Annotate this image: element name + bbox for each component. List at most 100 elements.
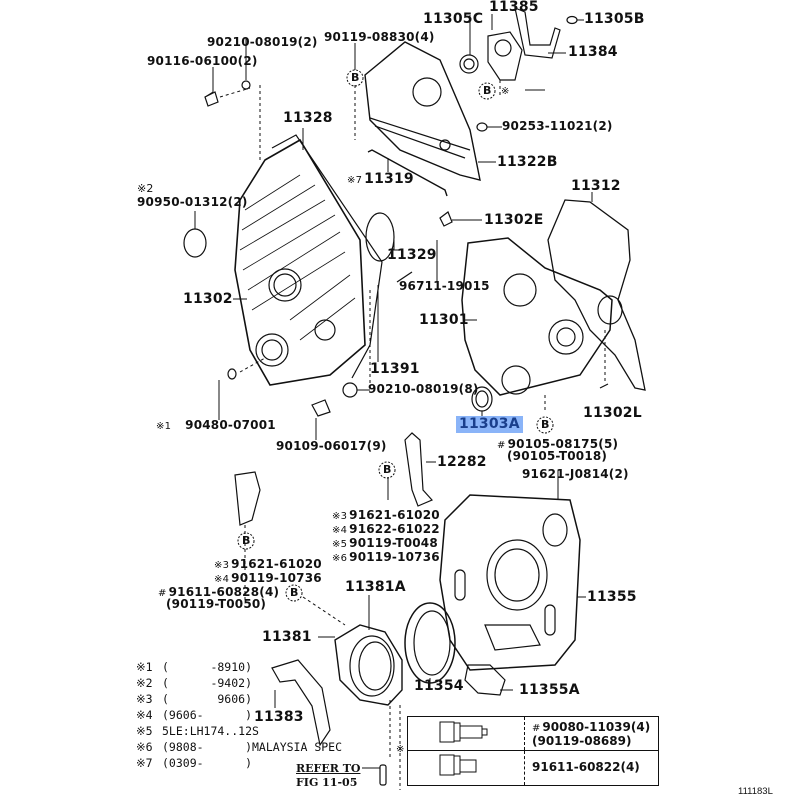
callout-11312[interactable]: 11312 (571, 178, 621, 194)
table-mark: ※ (396, 744, 405, 755)
note-key: ※1 (136, 660, 153, 674)
o-ring-90950 (183, 228, 207, 258)
callout-90116-06100[interactable]: 90116-06100(2) (147, 54, 258, 68)
callout-96711-19015[interactable]: 96711-19015 (399, 279, 490, 293)
note-value: ( -8910) (162, 660, 253, 674)
callout-11302e[interactable]: 11302E (484, 212, 544, 228)
callout-90950-01312[interactable]: 90950-01312(2) (137, 195, 248, 209)
note-mark: # (532, 723, 541, 734)
callout-11354[interactable]: 11354 (414, 678, 464, 694)
note-row: ※2( -9402) (136, 675, 342, 691)
callout-11328[interactable]: 11328 (283, 110, 333, 126)
ref-b-marker: B (483, 84, 492, 97)
note-value: (9606- ) (162, 708, 253, 722)
note-mark: ※5 (332, 539, 348, 550)
ref-b-marker: B (290, 586, 299, 599)
timing-housing-11301 (461, 237, 623, 396)
bolt-part: 91611-60822(4) (532, 761, 640, 774)
callout-11381a[interactable]: 11381A (345, 579, 406, 595)
bolt-icon (408, 717, 525, 750)
note-mark: # (497, 440, 506, 451)
callout-11355[interactable]: 11355 (587, 589, 637, 605)
part-number: 91621-61020 (349, 508, 440, 522)
part-number: 90119-10736 (231, 571, 322, 585)
callout-91621-j0814[interactable]: 91621-J0814(2) (522, 467, 629, 481)
callout-90210-08019-mid[interactable]: 90210-08019(8) (368, 382, 479, 396)
callout-11302[interactable]: 11302 (183, 291, 233, 307)
note-mark: ※4 (332, 525, 348, 536)
callout-11322b[interactable]: 11322B (497, 154, 558, 170)
oil-seal-11354 (404, 602, 456, 684)
callout-11302l[interactable]: 11302L (583, 405, 642, 421)
note-value: (9808- )MALAYSIA SPEC (162, 740, 343, 754)
ref-b-marker: B (351, 71, 360, 84)
callout-90119-08830[interactable]: 90119-08830(4) (324, 30, 435, 44)
note-key: ※3 (136, 692, 153, 706)
callout-11303a-highlighted[interactable]: 11303A (456, 416, 523, 433)
note-value: (0309- ) (162, 756, 253, 770)
note-value: 5LE:LH174..12S (162, 724, 259, 738)
refer-to-link[interactable]: REFER TO FIG 11-05 (296, 762, 360, 790)
callout-11301[interactable]: 11301 (419, 312, 469, 328)
callout-11391[interactable]: 11391 (370, 361, 420, 377)
note-mark: # (158, 588, 167, 599)
callout-90105-08175[interactable]: #90105-08175(5) (497, 438, 618, 452)
part-number: 91611-60828(4) (168, 585, 280, 599)
bolt-table-row[interactable]: 91611-60822(4) (408, 751, 658, 785)
part-number: 91611-60822(4) (532, 760, 640, 774)
note-mark: ※1 (156, 421, 172, 432)
callout-90480-07001[interactable]: ※1 90480-07001 (156, 419, 276, 433)
note-mark: ※3 (332, 511, 348, 522)
callout-11329[interactable]: 11329 (387, 247, 437, 263)
applicability-notes: ※1 ( -8910) ※2( -9402) ※3 ( 9606) ※4 (9606-… (136, 659, 342, 771)
part-number: 90480-07001 (185, 418, 276, 432)
oil-seal-retainer-11381 (334, 624, 403, 706)
bolt-icon (408, 751, 525, 785)
ref-b-marker: B (541, 418, 550, 431)
callout-11384[interactable]: 11384 (568, 44, 618, 60)
part-number: 90119-T0048 (349, 536, 438, 550)
bolt-part: #90080-11039(4) (90119-08689) (532, 721, 650, 748)
ref-b-marker: B (242, 534, 251, 547)
figure-id: 111183L (738, 786, 773, 797)
ref-b-marker: B (383, 463, 392, 476)
part-number: 90119-10736 (349, 550, 440, 564)
callout-11355a[interactable]: 11355A (519, 682, 580, 698)
part-number: 91622-61022 (349, 522, 440, 536)
callout-11305b[interactable]: 11305B (584, 11, 645, 27)
note-key: ※4 (136, 708, 153, 722)
refer-line1: REFER TO (296, 762, 361, 775)
callout-11305c[interactable]: 11305C (423, 11, 484, 27)
gasket-11329 (365, 212, 395, 262)
part-number: 90105-08175(5) (507, 437, 619, 451)
callout-11385[interactable]: 11385 (489, 0, 539, 15)
bolt-table-row[interactable]: #90080-11039(4) (90119-08689) (408, 717, 658, 751)
alt-part-number: (90119-08689) (532, 734, 632, 748)
callout-91611-60828[interactable]: #91611-60828(4) (158, 586, 279, 600)
note-key: ※6 (136, 740, 153, 754)
callout-90119-t0050[interactable]: (90119-T0050) (166, 597, 267, 611)
note-value: ( 9606) (162, 692, 253, 706)
note-value: ( -9402) (162, 676, 253, 690)
callout-90105-t0018[interactable]: (90105-T0018) (507, 449, 608, 463)
callout-12282[interactable]: 12282 (437, 454, 487, 470)
note-mark: ※3 (214, 560, 230, 571)
note-mark: ※4 (214, 574, 230, 585)
callout-11381[interactable]: 11381 (262, 629, 312, 645)
callout-90210-08019-top[interactable]: 90210-08019(2) (207, 35, 318, 49)
callout-11383[interactable]: 11383 (254, 709, 304, 725)
callout-90109-06017[interactable]: 90109-06017(9) (276, 439, 387, 453)
callout-90253-11021[interactable]: 90253-11021(2) (502, 119, 613, 133)
note-row: ※6 (9808- )MALAYSIA SPEC (136, 739, 342, 755)
